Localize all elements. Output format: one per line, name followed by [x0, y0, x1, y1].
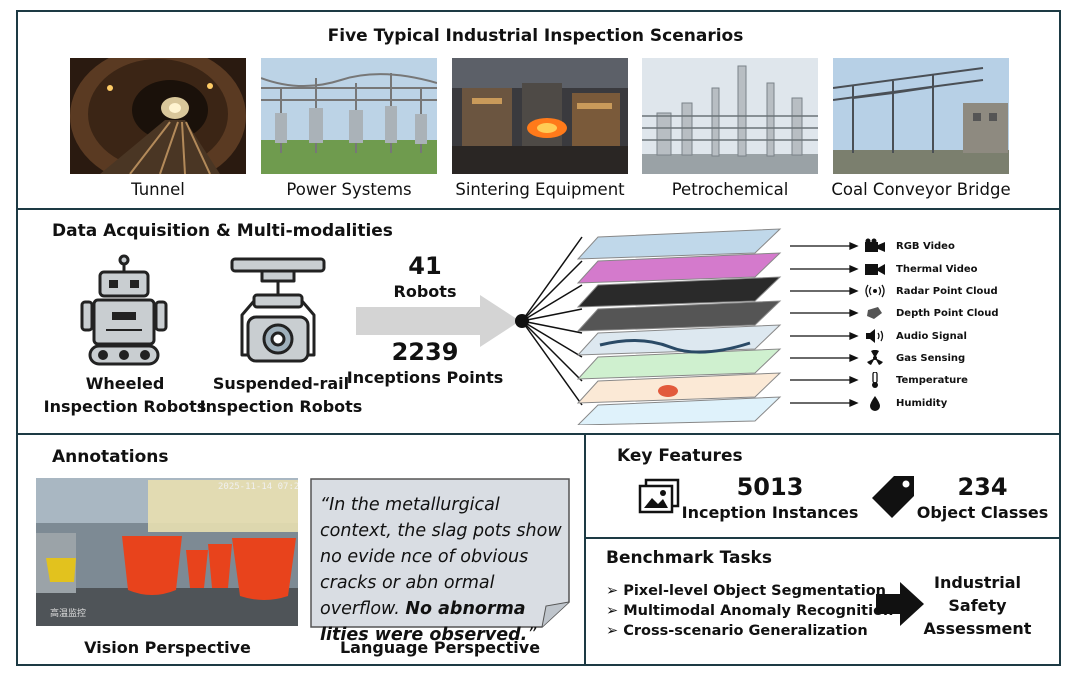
modality-gas-sensing: Gas Sensing	[896, 353, 966, 364]
vision-annotation-image: 高温监控 2025-11-14 07:24:45	[36, 478, 298, 626]
thermometer-icon	[872, 372, 878, 388]
task-generalization: ➢ Cross-scenario Generalization	[606, 623, 868, 639]
modality-radar-point-cloud: Radar Point Cloud	[896, 286, 998, 297]
classes-label: Object Classes	[916, 503, 1049, 522]
quote-normal: “In the metallurgical context, the slag …	[320, 495, 562, 619]
scenario-label-sintering: Sintering Equipment	[455, 180, 625, 199]
task-anomaly: ➢ Multimodal Anomaly Recognition	[606, 603, 893, 619]
annotations-title: Annotations	[52, 447, 169, 467]
coal-conveyor-bridge-image	[833, 58, 1009, 174]
rail-robot-label-line1: Suspended-rail	[212, 374, 350, 393]
acquisition-flow-graphic	[356, 228, 859, 425]
divider-vertical	[584, 433, 586, 666]
water-drop-icon	[870, 396, 880, 411]
divider-middle	[16, 433, 1061, 435]
scenario-label-petrochemical: Petrochemical	[671, 180, 789, 199]
robots-count: 41	[408, 252, 442, 280]
task-generalization-label: Cross-scenario Generalization	[623, 623, 868, 639]
video-camera-icon	[865, 238, 885, 252]
power-systems-image	[261, 58, 437, 174]
scenario-label-tunnel: Tunnel	[131, 180, 185, 199]
quote-close: ”	[527, 625, 537, 645]
rail-robot-label-line2: Inspection Robots	[199, 397, 363, 416]
language-perspective-label: Language Perspective	[339, 638, 541, 657]
thermal-camera-icon	[865, 264, 885, 275]
key-features-title: Key Features	[617, 446, 743, 466]
hazard-icon	[867, 350, 883, 365]
bullet-arrow-icon: ➢	[606, 623, 624, 639]
modality-depth-point-cloud: Depth Point Cloud	[896, 308, 999, 319]
outcome-line2: Safety	[948, 596, 1007, 615]
modality-thermal-video: Thermal Video	[896, 264, 978, 275]
instances-label: Inception Instances	[681, 503, 859, 522]
outcome-line1: Industrial	[933, 573, 1021, 592]
task-anomaly-label: Multimodal Anomaly Recognition	[623, 603, 894, 619]
wheeled-robot-label-line1: Wheeled	[85, 374, 165, 393]
instances-count: 5013	[736, 473, 804, 501]
tunnel-image	[70, 58, 246, 174]
sintering-equipment-image	[452, 58, 628, 174]
scenarios-title: Five Typical Industrial Inspection Scena…	[327, 26, 744, 46]
scenario-label-coal-conveyor: Coal Conveyor Bridge	[831, 180, 1011, 199]
svg-text:高温监控: 高温监控	[50, 607, 86, 619]
divider-top	[16, 208, 1061, 210]
robots-label: Robots	[393, 282, 457, 301]
task-segmentation: ➢ Pixel-level Object Segmentation	[606, 583, 886, 599]
points-label: Inceptions Points	[346, 368, 504, 387]
quote-bubble	[310, 478, 570, 628]
outcome-line3: Assessment	[923, 619, 1032, 638]
quote-bold: No abnorma lities were observed.	[320, 599, 528, 645]
figure-frame	[16, 10, 1061, 666]
wheeled-robot-icon	[80, 254, 168, 366]
modality-rgb-video: RGB Video	[896, 241, 955, 252]
radar-icon	[865, 284, 885, 298]
language-annotation-text: “In the metallurgical context, the slag …	[320, 492, 565, 648]
bullet-arrow-icon: ➢	[606, 603, 624, 619]
petrochemical-image	[642, 58, 818, 174]
benchmark-title: Benchmark Tasks	[606, 548, 772, 568]
right-arrow-icon	[876, 582, 924, 626]
divider-right	[584, 537, 1061, 539]
wheeled-robot-label-line2: Inspection Robots	[43, 397, 207, 416]
vision-perspective-label: Vision Perspective	[84, 638, 251, 657]
task-segmentation-label: Pixel-level Object Segmentation	[623, 583, 886, 599]
points-count: 2239	[391, 338, 459, 366]
modality-temperature: Temperature	[896, 375, 968, 386]
depth-cloud-icon	[867, 307, 882, 319]
bullet-arrow-icon: ➢	[606, 583, 624, 599]
annotation-timestamp: 2025-11-14 07:24:45	[218, 482, 298, 492]
modality-audio-signal: Audio Signal	[896, 331, 967, 342]
classes-count: 234	[957, 473, 1008, 501]
acquisition-title: Data Acquisition & Multi-modalities	[52, 221, 393, 241]
modality-humidity: Humidity	[896, 398, 948, 409]
image-gallery-icon	[638, 478, 680, 514]
suspended-rail-robot-icon	[230, 257, 326, 363]
tag-icon	[872, 476, 914, 518]
scenario-label-power-systems: Power Systems	[286, 180, 412, 199]
speaker-icon	[866, 329, 884, 343]
